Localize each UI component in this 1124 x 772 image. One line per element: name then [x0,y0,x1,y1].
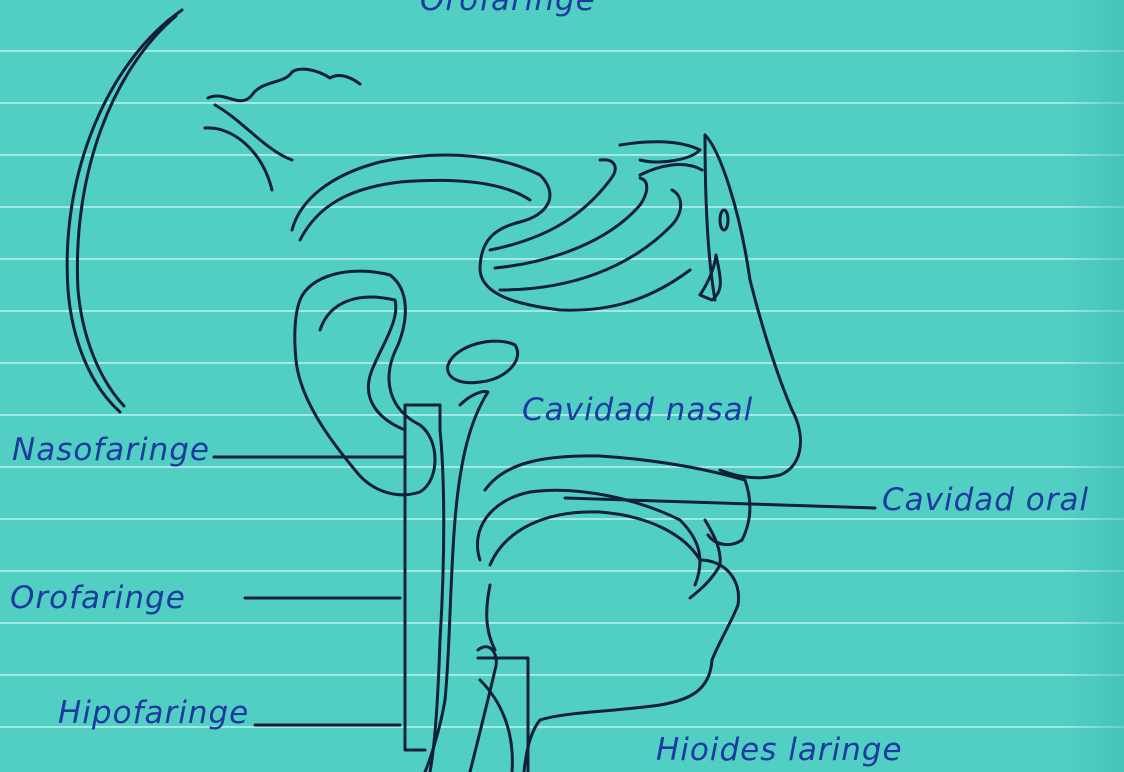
skull-outline-inner [77,16,176,406]
label-hipofaringe: Hipofaringe [58,695,249,731]
brain-lobe [208,69,360,101]
epiglottis [470,647,496,772]
cranial-base [292,155,690,310]
brain-fold [205,128,272,190]
tongue-inner [490,512,700,565]
label-nasofaringe: Nasofaringe [12,432,210,468]
larynx-curve [480,680,512,772]
turbinate-1 [490,160,615,250]
adenoid [448,341,518,383]
label-cavidad-nasal: Cavidad nasal [522,392,753,428]
nasopharynx-outer [295,271,435,495]
turbinate-top [620,142,700,162]
hard-palate [485,456,745,490]
nostril-1 [720,210,728,230]
label-orofaringe: Orofaringe [10,580,186,616]
turbinate-top-2 [640,165,702,175]
label-cavidad-oral: Cavidad oral [882,482,1089,518]
lower-lip [700,560,739,660]
leader-cavidad-oral [565,498,875,508]
label-orofaringe-top: Orofaringe [420,0,596,18]
label-hioides-laringe: Hioides laringe [656,732,903,768]
pharynx-bracket [405,405,425,750]
skull-outline [67,10,182,412]
mandible [487,585,495,650]
